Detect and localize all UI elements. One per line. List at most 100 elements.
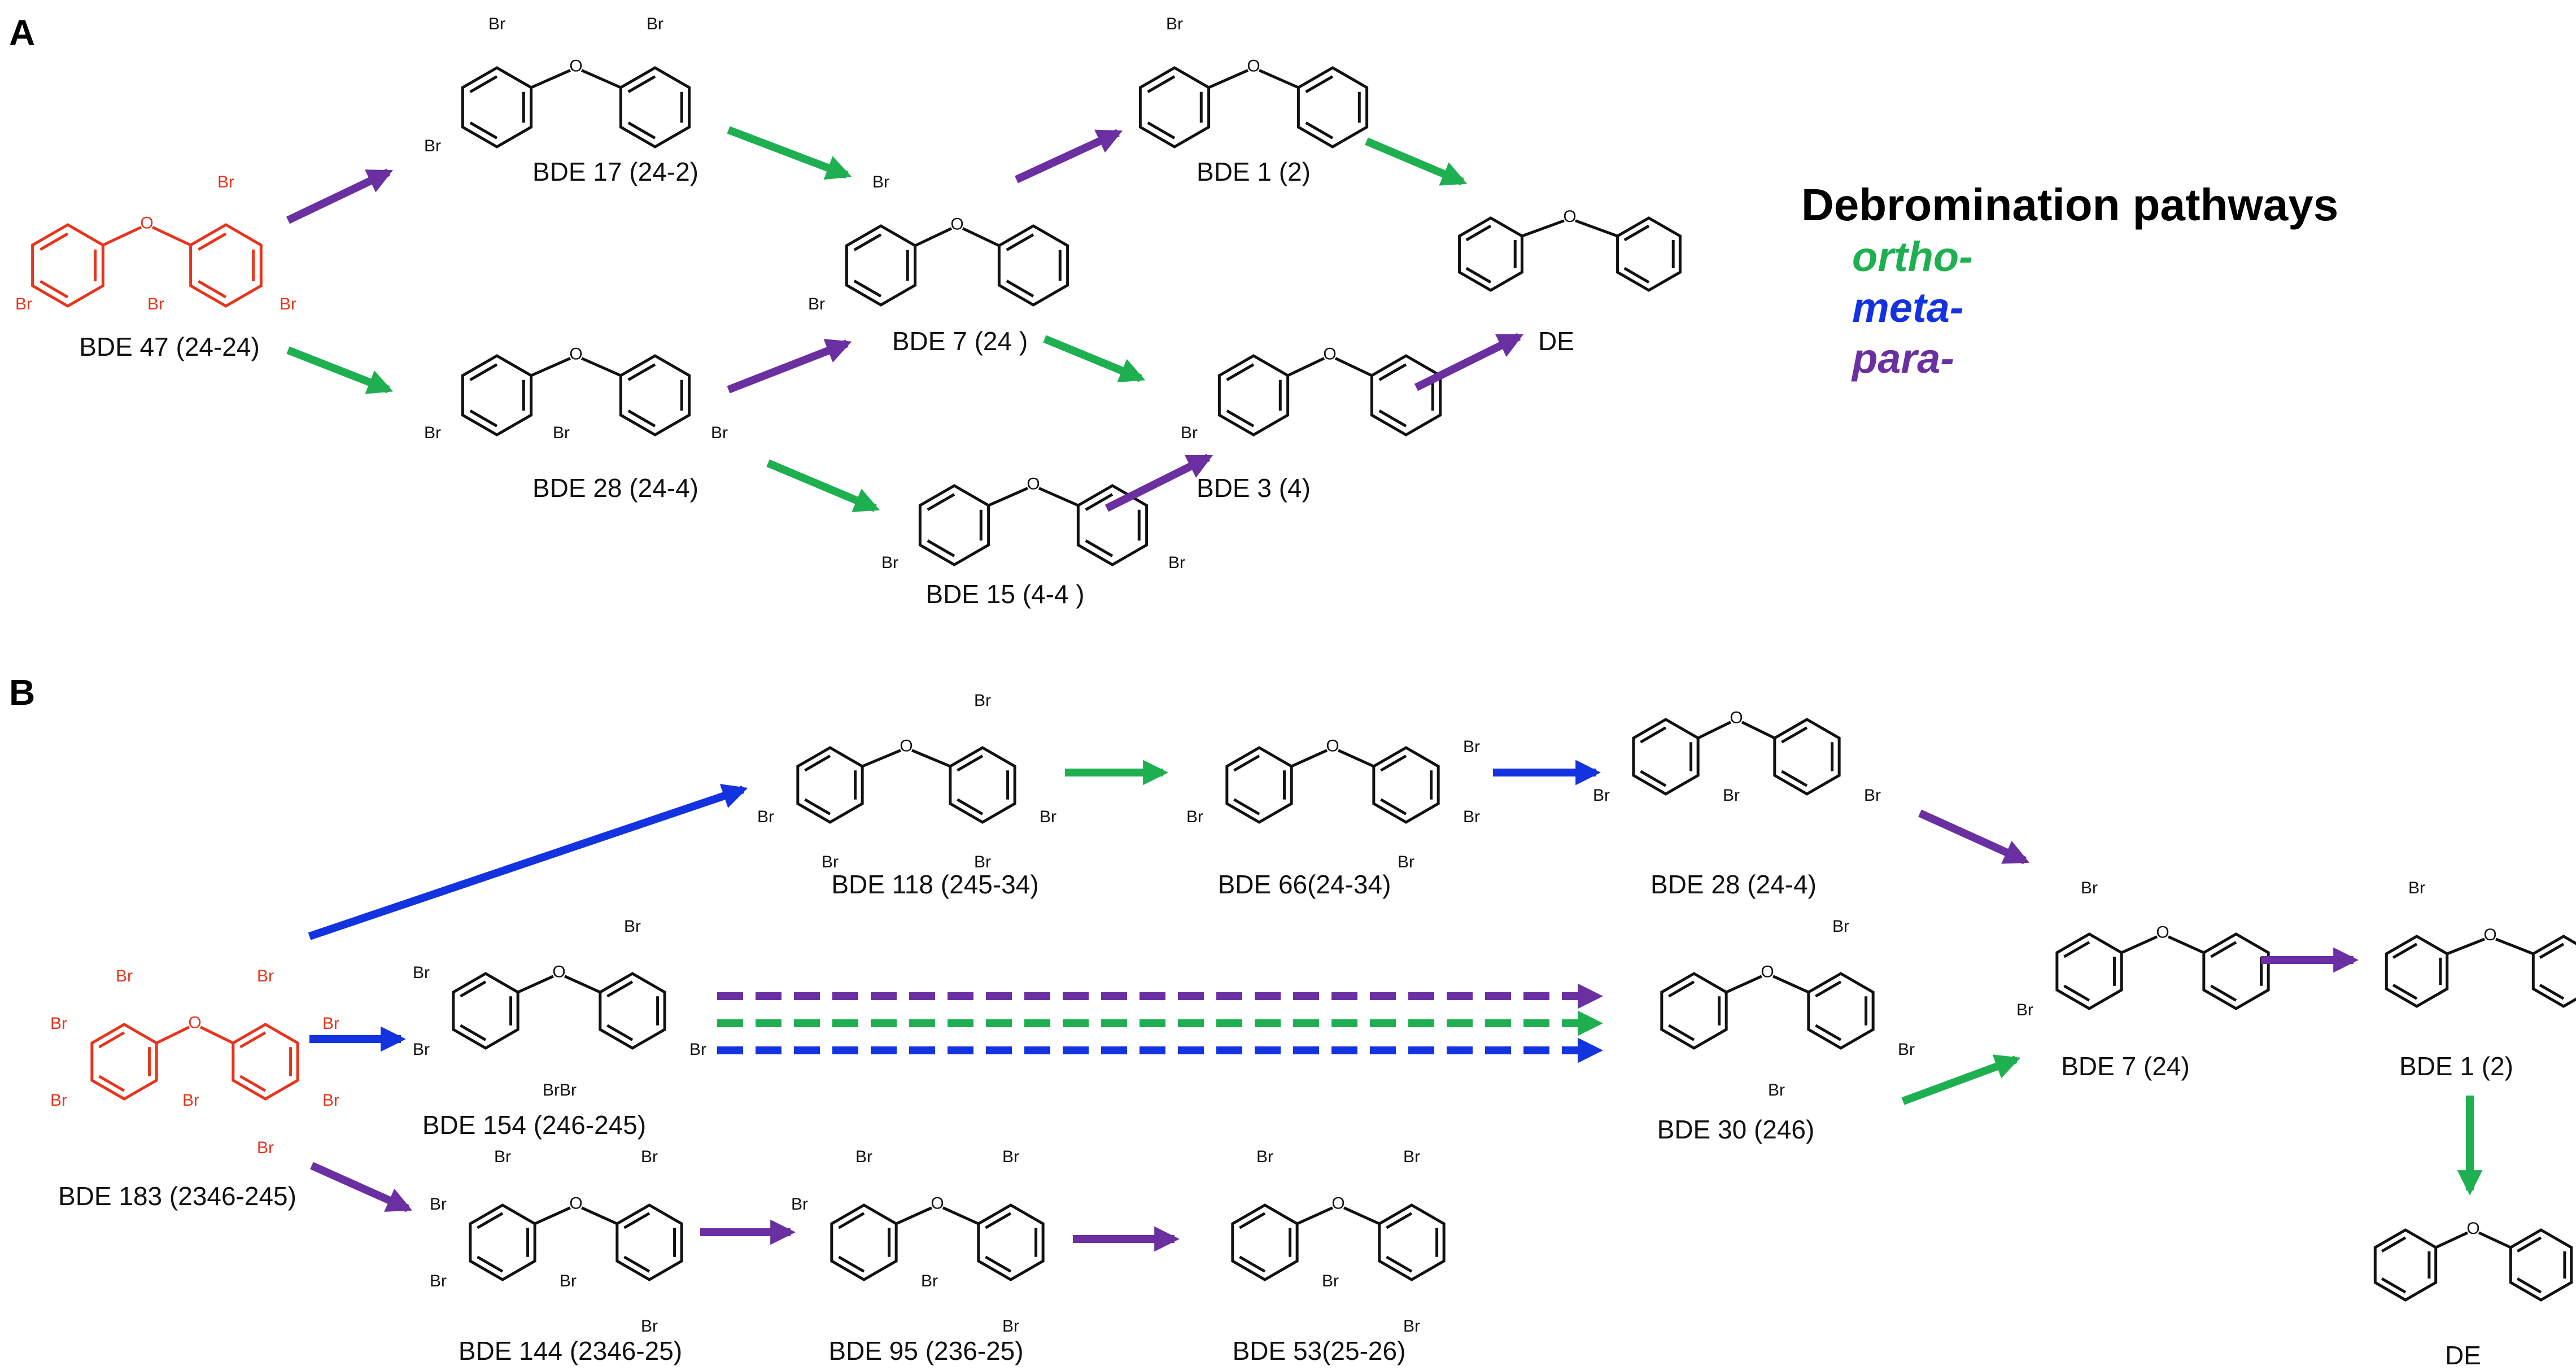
ether-bond (517, 975, 555, 994)
ether-bond (1772, 975, 1809, 994)
bromine-atom: Br (494, 1148, 511, 1166)
bromine-atom: Br (855, 1148, 872, 1166)
double-bond (98, 1075, 125, 1092)
benzene-ring (1225, 746, 1293, 824)
double-bond (1623, 224, 1650, 242)
oxygen-atom: O (1563, 207, 1576, 226)
ether-bond (102, 226, 142, 247)
double-bond (1380, 754, 1407, 772)
bromine-atom: Br (322, 1014, 339, 1033)
arrow-a-15-3-para (1104, 453, 1213, 512)
bromine-atom: Br (413, 1040, 430, 1059)
bromine-atom: Br (921, 1272, 938, 1290)
arrow-a-47-17-para (286, 168, 394, 224)
double-bond (40, 232, 69, 251)
bromine-atom: Br (2081, 879, 2098, 897)
bromine-atom: Br (974, 691, 991, 710)
double-bond (804, 754, 831, 772)
double-bond (1226, 409, 1255, 427)
ether-bond (534, 1206, 571, 1225)
ether-bond (1287, 357, 1325, 377)
benzene-ring (469, 1203, 536, 1281)
bromine-atom: Br (280, 295, 296, 313)
label-b-bde1: BDE 1 (2) (2399, 1052, 2513, 1081)
double-bond (1233, 754, 1260, 772)
molecule-a-de: O (1458, 207, 1682, 292)
bromine-atom: Br (1002, 1148, 1019, 1166)
ether-bond (151, 226, 191, 247)
benzene-ring (599, 972, 666, 1050)
double-bond (927, 539, 955, 557)
bromine-atom: Br (322, 1091, 339, 1110)
bromine-atom: Br (560, 1081, 577, 1100)
benzene-ring (1632, 718, 1700, 796)
arrow-b-30-7-ortho (1901, 1054, 2021, 1105)
bromine-atom: Br (1166, 15, 1183, 33)
double-bond (2063, 984, 2090, 1002)
double-bond (98, 1031, 125, 1049)
benzene-ring (461, 66, 533, 149)
oxygen-atom: O (569, 345, 582, 364)
ether-bond (2435, 1231, 2469, 1249)
label-b-bde28: BDE 28 (24-4) (1651, 870, 1817, 899)
double-bond (469, 409, 498, 427)
ether-bond (1726, 975, 1763, 994)
benzene-ring (1370, 354, 1442, 437)
double-bond (2539, 984, 2565, 1000)
benzene-ring (1231, 1203, 1299, 1281)
label-a-de: DE (1538, 326, 1574, 356)
double-bond (2381, 1277, 2407, 1294)
double-bond (1226, 363, 1255, 381)
ether-bond (530, 69, 571, 89)
bromine-atom: Br (50, 1091, 67, 1110)
benzene-ring (796, 746, 864, 824)
bromine-atom: Br (1403, 1148, 1420, 1166)
bromine-atom: Br (808, 295, 825, 313)
panel-label-b: B (9, 672, 35, 713)
ether-bond (1296, 1206, 1334, 1225)
label-b-bde154: BDE 154 (246-245) (422, 1110, 646, 1140)
double-bond (623, 1255, 650, 1273)
bromine-atom: Br (791, 1195, 808, 1214)
double-bond (985, 1255, 1012, 1273)
double-bond (957, 754, 984, 772)
benzene-ring (2385, 935, 2449, 1008)
double-bond (1386, 1255, 1413, 1273)
arrow-a-7-1-para (1015, 129, 1123, 184)
ether-bond (1697, 721, 1732, 740)
label-b-bde95: BDE 95 (236-25) (828, 1336, 1023, 1365)
double-bond (606, 1024, 634, 1041)
bromine-atom: Br (1723, 786, 1740, 805)
bromine-atom: Br (641, 1317, 658, 1336)
double-bond (927, 493, 955, 511)
benzene-ring (1458, 216, 1523, 292)
ether-bond (1038, 487, 1079, 507)
double-bond (460, 980, 487, 998)
bromine-atom: Br (872, 173, 889, 191)
double-bond (40, 280, 69, 299)
double-bond (1781, 770, 1808, 787)
bromine-atom: Br (1398, 853, 1414, 871)
double-bond (469, 363, 498, 381)
bromine-atom: Br (974, 853, 991, 871)
bromine-atom: Br (1002, 1317, 1019, 1336)
double-bond (627, 121, 656, 139)
bromine-atom: Br (1898, 1040, 1915, 1059)
label-a-bde15: BDE 15 (4-4 ) (925, 579, 1084, 609)
arrow-b-183-118-meta (308, 784, 748, 940)
molecule-a-bde1: OBr (1138, 15, 1369, 149)
ether-bond (1575, 219, 1618, 238)
bromine-atom: Br (1463, 808, 1480, 826)
double-bond (2516, 1236, 2542, 1253)
ether-bond (2495, 937, 2534, 955)
bromine-atom: Br (641, 1148, 658, 1166)
label-b-bde53: BDE 53(25-26) (1233, 1336, 1406, 1365)
double-bond (606, 980, 634, 998)
arrow-a-17-7-ortho (727, 126, 852, 180)
